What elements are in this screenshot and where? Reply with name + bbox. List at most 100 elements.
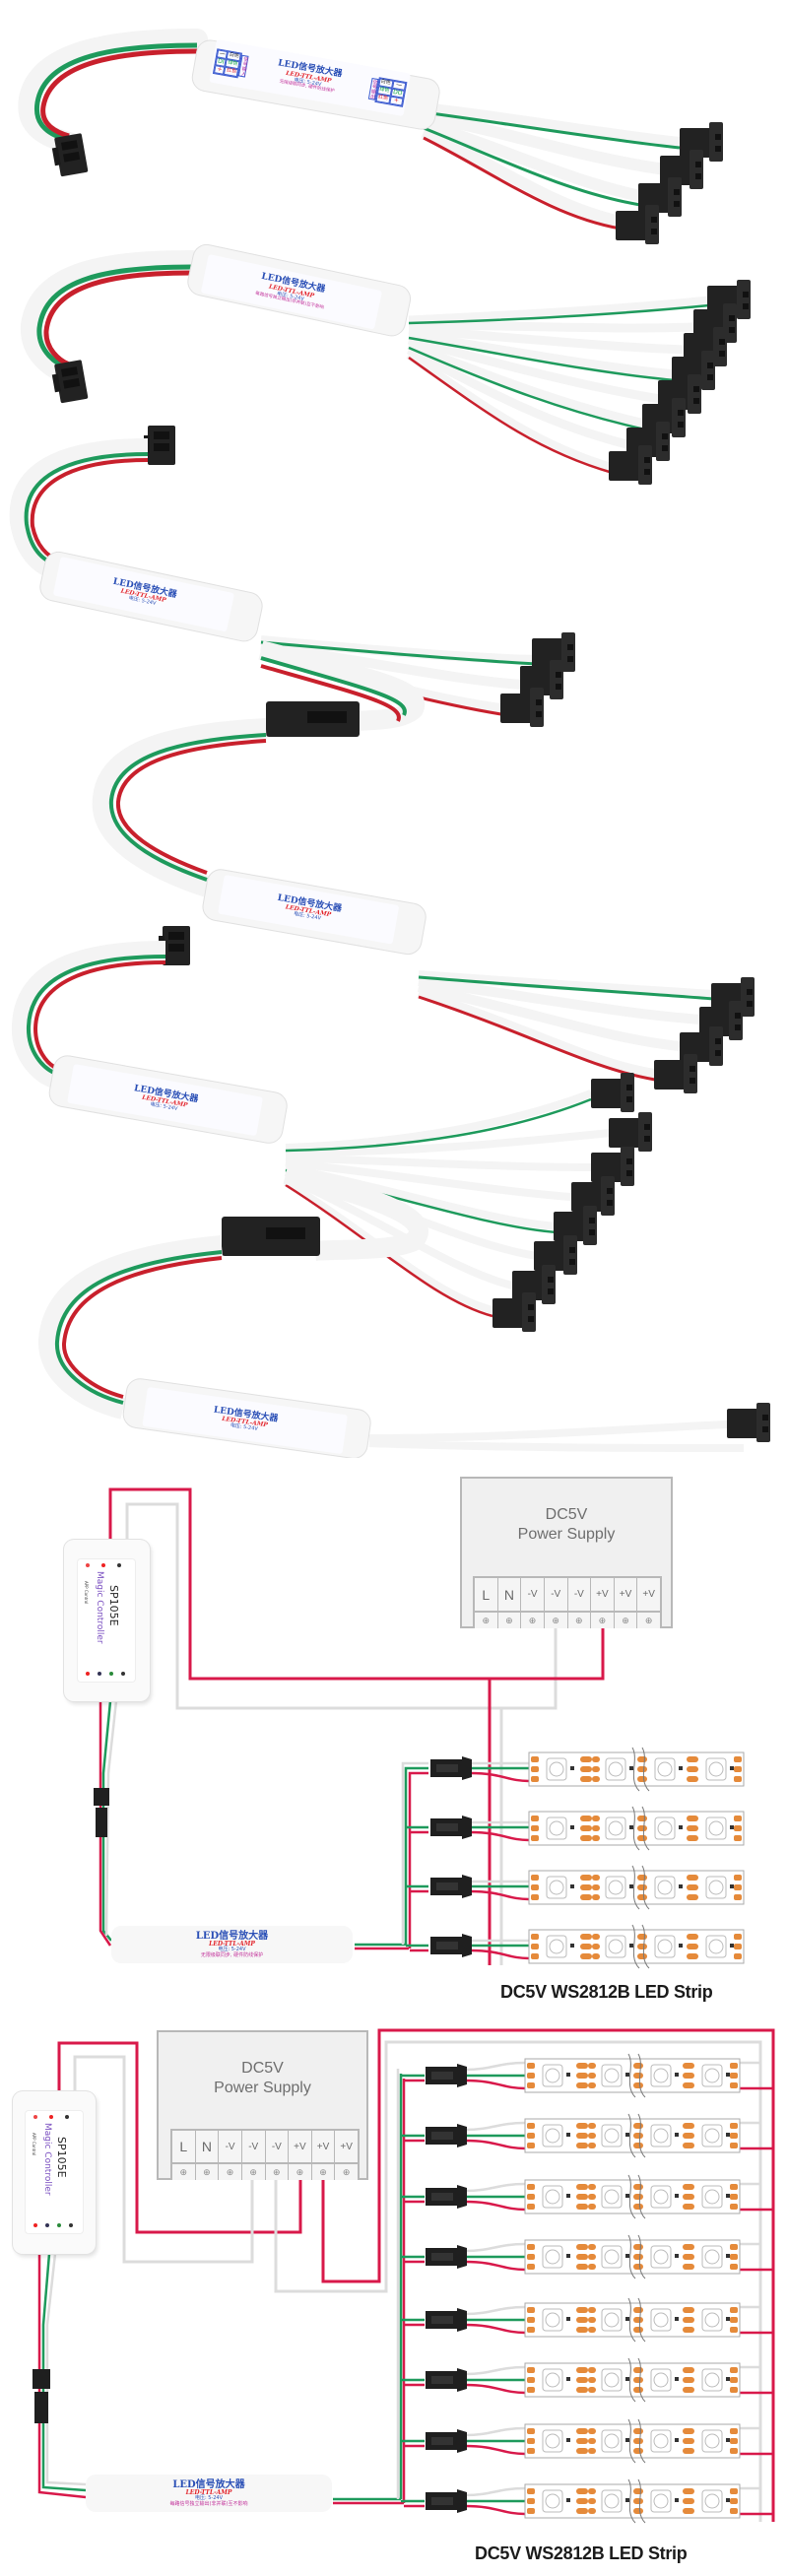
power-supply-title: DC5V [241,2060,284,2077]
controller-name: Magic Controller [42,2123,52,2196]
terminal-block: L ⊕ N ⊕ -V ⊕ -V ⊕ -V ⊕ +V ⊕ +V ⊕ +V ⊕ [473,1576,662,1628]
screw-icon: ⊕ [505,1615,513,1625]
diagram-1-strips [528,1747,745,1969]
controller-name: Magic Controller [95,1571,104,1644]
sp105e-controller-1: SP105E Magic Controller APP Control [64,1540,150,1701]
jst-connector-icon [426,2308,467,2332]
input-connector-icon [50,360,89,405]
led-strip-icon [524,2418,741,2464]
product-2-eight-way [20,243,751,485]
led-strip-icon [524,2357,741,2403]
led-strip-icon [524,2478,741,2524]
jst-connector-icon [430,1756,472,1780]
terminal-neg: -V [521,1578,544,1613]
sp105e-controller-2: SP105E Magic Controller APP Control [13,2091,96,2254]
led-strip-icon [524,2234,741,2279]
terminal-pos: +V [591,1578,614,1613]
terminal-L: L [172,2131,195,2164]
led-strip-icon [528,1865,745,1910]
terminal-neg: -V [544,1578,567,1613]
output-connector-icon [727,1403,770,1442]
output-connector-icon [500,688,544,727]
screw-icon: ⊕ [226,2166,234,2177]
terminal-neg: -V [265,2131,289,2164]
led-strip-icon [528,1924,745,1969]
controller-app-text: APP Control [84,1581,89,1605]
strip-label-2: DC5V WS2812B LED Strip [475,2543,688,2563]
controller-model: SP105E [55,2137,68,2178]
screw-icon: ⊕ [179,2166,188,2177]
screw-icon: ⊕ [622,1615,629,1625]
terminal-N: N [195,2131,219,2164]
controller-model: SP105E [107,1585,120,1626]
jst-connector-icon [430,1816,472,1839]
amplifier-diagram-2: LED信号放大器 LED-TTL-AMP 电压: 5-24V 每路信号独立输出(… [86,2475,332,2512]
terminal-pos: +V [614,1578,637,1613]
terminal-neg: -V [241,2131,265,2164]
power-supply-subtitle: Power Supply [214,2080,311,2096]
jst-connector-icon [430,1875,472,1898]
terminal-pos: +V [335,2131,358,2164]
screw-icon: ⊕ [249,2166,257,2177]
screw-icon: ⊕ [482,1615,491,1625]
power-supply-2: DC5V Power Supply L⊕ N⊕ -V⊕ -V⊕ -V⊕ +V⊕ … [157,2030,368,2180]
terminal-pos: +V [311,2131,335,2164]
led-strip-icon [524,2174,741,2219]
screw-icon: ⊕ [203,2166,211,2177]
inline-jst-connector-icon [94,1788,109,1837]
jst-connector-icon [426,2245,467,2269]
terminal-pos: +V [637,1578,660,1613]
output-connector-icon [616,205,659,244]
jst-connector-icon [426,2429,467,2453]
screw-icon: ⊕ [296,2166,304,2177]
product-photos [9,29,770,1458]
inline-jst-connector-icon [33,2369,50,2423]
screw-icon: ⊕ [598,1615,607,1625]
terminal-pos: +V [289,2131,311,2164]
output-connector-icon [654,1054,697,1093]
led-strip-icon [524,2053,741,2098]
power-supply-1: DC5V Power Supply L ⊕ N ⊕ -V ⊕ -V ⊕ -V ⊕ +V ⊕ … [460,1477,673,1628]
screw-icon: ⊕ [575,1615,583,1625]
power-supply-subtitle: Power Supply [517,1526,616,1543]
terminal-L: L [475,1578,497,1613]
jst-connector-icon [426,2124,467,2147]
screw-icon: ⊕ [644,1615,653,1625]
power-supply-title: DC5V [545,1506,588,1523]
diagram-2-strips [524,2053,741,2524]
jst-connector-icon [426,2489,467,2513]
diagram-2-branches [401,2061,773,2516]
product-3-cascaded-four-way [9,426,755,1093]
led-strip-icon [528,1747,745,1792]
terminal-N: N [497,1578,521,1613]
terminal-neg: -V [567,1578,591,1613]
diagram-2-connectors [426,2064,467,2513]
screw-icon: ⊕ [319,2166,327,2177]
jst-connector-icon [426,2185,467,2209]
product-4-cascaded-eight-way [11,926,770,1458]
output-connector-icon [609,1112,652,1152]
inline-connector-icon [266,701,360,737]
led-strip-icon [528,1806,745,1851]
amplifier-diagram-1: LED信号放大器 LED-TTL-AMP 电压: 5-24V 无限级联同步, 硬… [111,1926,353,1963]
led-strip-icon [524,2297,741,2343]
controller-app-text: APP Control [32,2133,36,2156]
screw-icon: ⊕ [273,2166,281,2177]
jst-connector-icon [430,1934,472,1957]
input-connector-icon [144,426,175,465]
led-strip-icon [524,2113,741,2158]
jst-connector-icon [426,2368,467,2392]
inline-connector-icon [222,1217,320,1256]
output-connector-icon [492,1292,536,1332]
strip-label-1: DC5V WS2812B LED Strip [500,1982,713,2002]
output-connector-icon [591,1073,634,1112]
screw-icon: ⊕ [552,1615,559,1625]
jst-connector-icon [426,2064,467,2087]
screw-icon: ⊕ [528,1615,537,1625]
screw-icon: ⊕ [342,2166,351,2177]
terminal-block: L⊕ N⊕ -V⊕ -V⊕ -V⊕ +V⊕ +V⊕ +V⊕ [170,2129,360,2180]
diagram-2-wires [33,2028,775,2522]
input-connector-icon [50,133,89,178]
output-connector-icon [609,445,652,485]
